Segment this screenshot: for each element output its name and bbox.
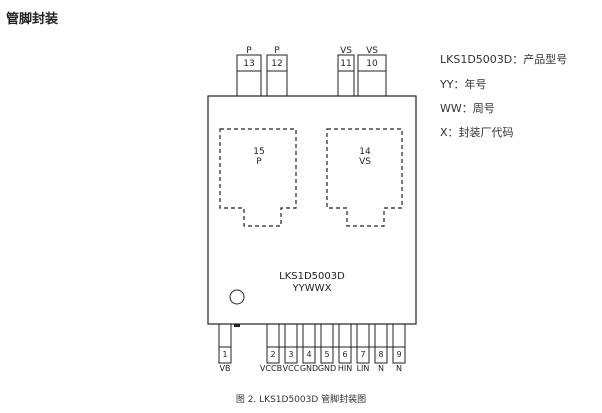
pad-14-name: VS — [359, 157, 371, 167]
legend-product-model: LKS1D5003D：产品型号 — [440, 53, 568, 66]
bottom-pin-3-number: 3 — [288, 350, 293, 359]
top-pin-10-name: VS — [366, 46, 378, 56]
bottom-pin-4-name: GND — [300, 364, 318, 373]
bottom-pin-5-number: 5 — [324, 350, 329, 359]
chip-marking-model: LKS1D5003D — [279, 271, 345, 282]
bottom-pin-9-number: 9 — [396, 350, 401, 359]
bottom-pin-8-name: N — [378, 364, 384, 373]
pad-14-number: 14 — [359, 147, 371, 157]
top-pin-11-name: VS — [340, 46, 352, 56]
package-body — [207, 95, 417, 325]
top-pin-13-number: 13 — [243, 59, 254, 69]
legend-week: WW：周号 — [440, 102, 495, 115]
pin1-marker-icon — [229, 289, 245, 305]
pad-15-number: 15 — [253, 147, 264, 157]
exposed-pad-14 — [326, 128, 403, 227]
figure-caption: 图 2. LKS1D5003D 管脚封装图 — [235, 395, 367, 405]
bottom-pin-1-number: 1 — [222, 350, 227, 359]
bottom-pin-1-name: VB — [220, 364, 231, 373]
section-heading: 管脚封装 — [6, 12, 59, 27]
bottom-pin-7-name: LIN — [357, 364, 370, 373]
top-pin-12-number: 12 — [271, 59, 282, 69]
chip-marking-date: YYWWX — [292, 283, 332, 294]
legend-factory-code: X：封装厂代码 — [440, 126, 514, 139]
top-pin-13-name: P — [246, 46, 252, 56]
bottom-pin-2-name: VCCB — [260, 364, 282, 373]
top-pin-11: VS 11 — [337, 46, 355, 101]
bottom-pin-9-name: N — [396, 364, 402, 373]
pad-15-name: P — [256, 157, 262, 167]
bottom-pin-3-name: VCC — [283, 364, 300, 373]
top-pin-10: VS 10 — [357, 46, 387, 101]
top-pin-12: P 12 — [266, 46, 288, 101]
bottom-pin-7-number: 7 — [360, 350, 365, 359]
top-pin-13: P 13 — [236, 46, 262, 101]
bottom-pin-6-number: 6 — [342, 350, 347, 359]
bottom-pin-8-number: 8 — [378, 350, 383, 359]
top-pin-12-name: P — [274, 46, 280, 56]
bottom-pin-5-name: GND — [318, 364, 336, 373]
top-pin-10-number: 10 — [366, 59, 378, 69]
bottom-pin-4-number: 4 — [306, 350, 311, 359]
bottom-pins — [218, 322, 406, 364]
exposed-pad-15 — [219, 128, 297, 227]
bottom-pin-6-name: HIN — [338, 364, 352, 373]
top-pin-11-number: 11 — [340, 59, 351, 69]
bottom-pin-2-number: 2 — [270, 350, 275, 359]
legend-year: YY：年号 — [440, 78, 487, 91]
